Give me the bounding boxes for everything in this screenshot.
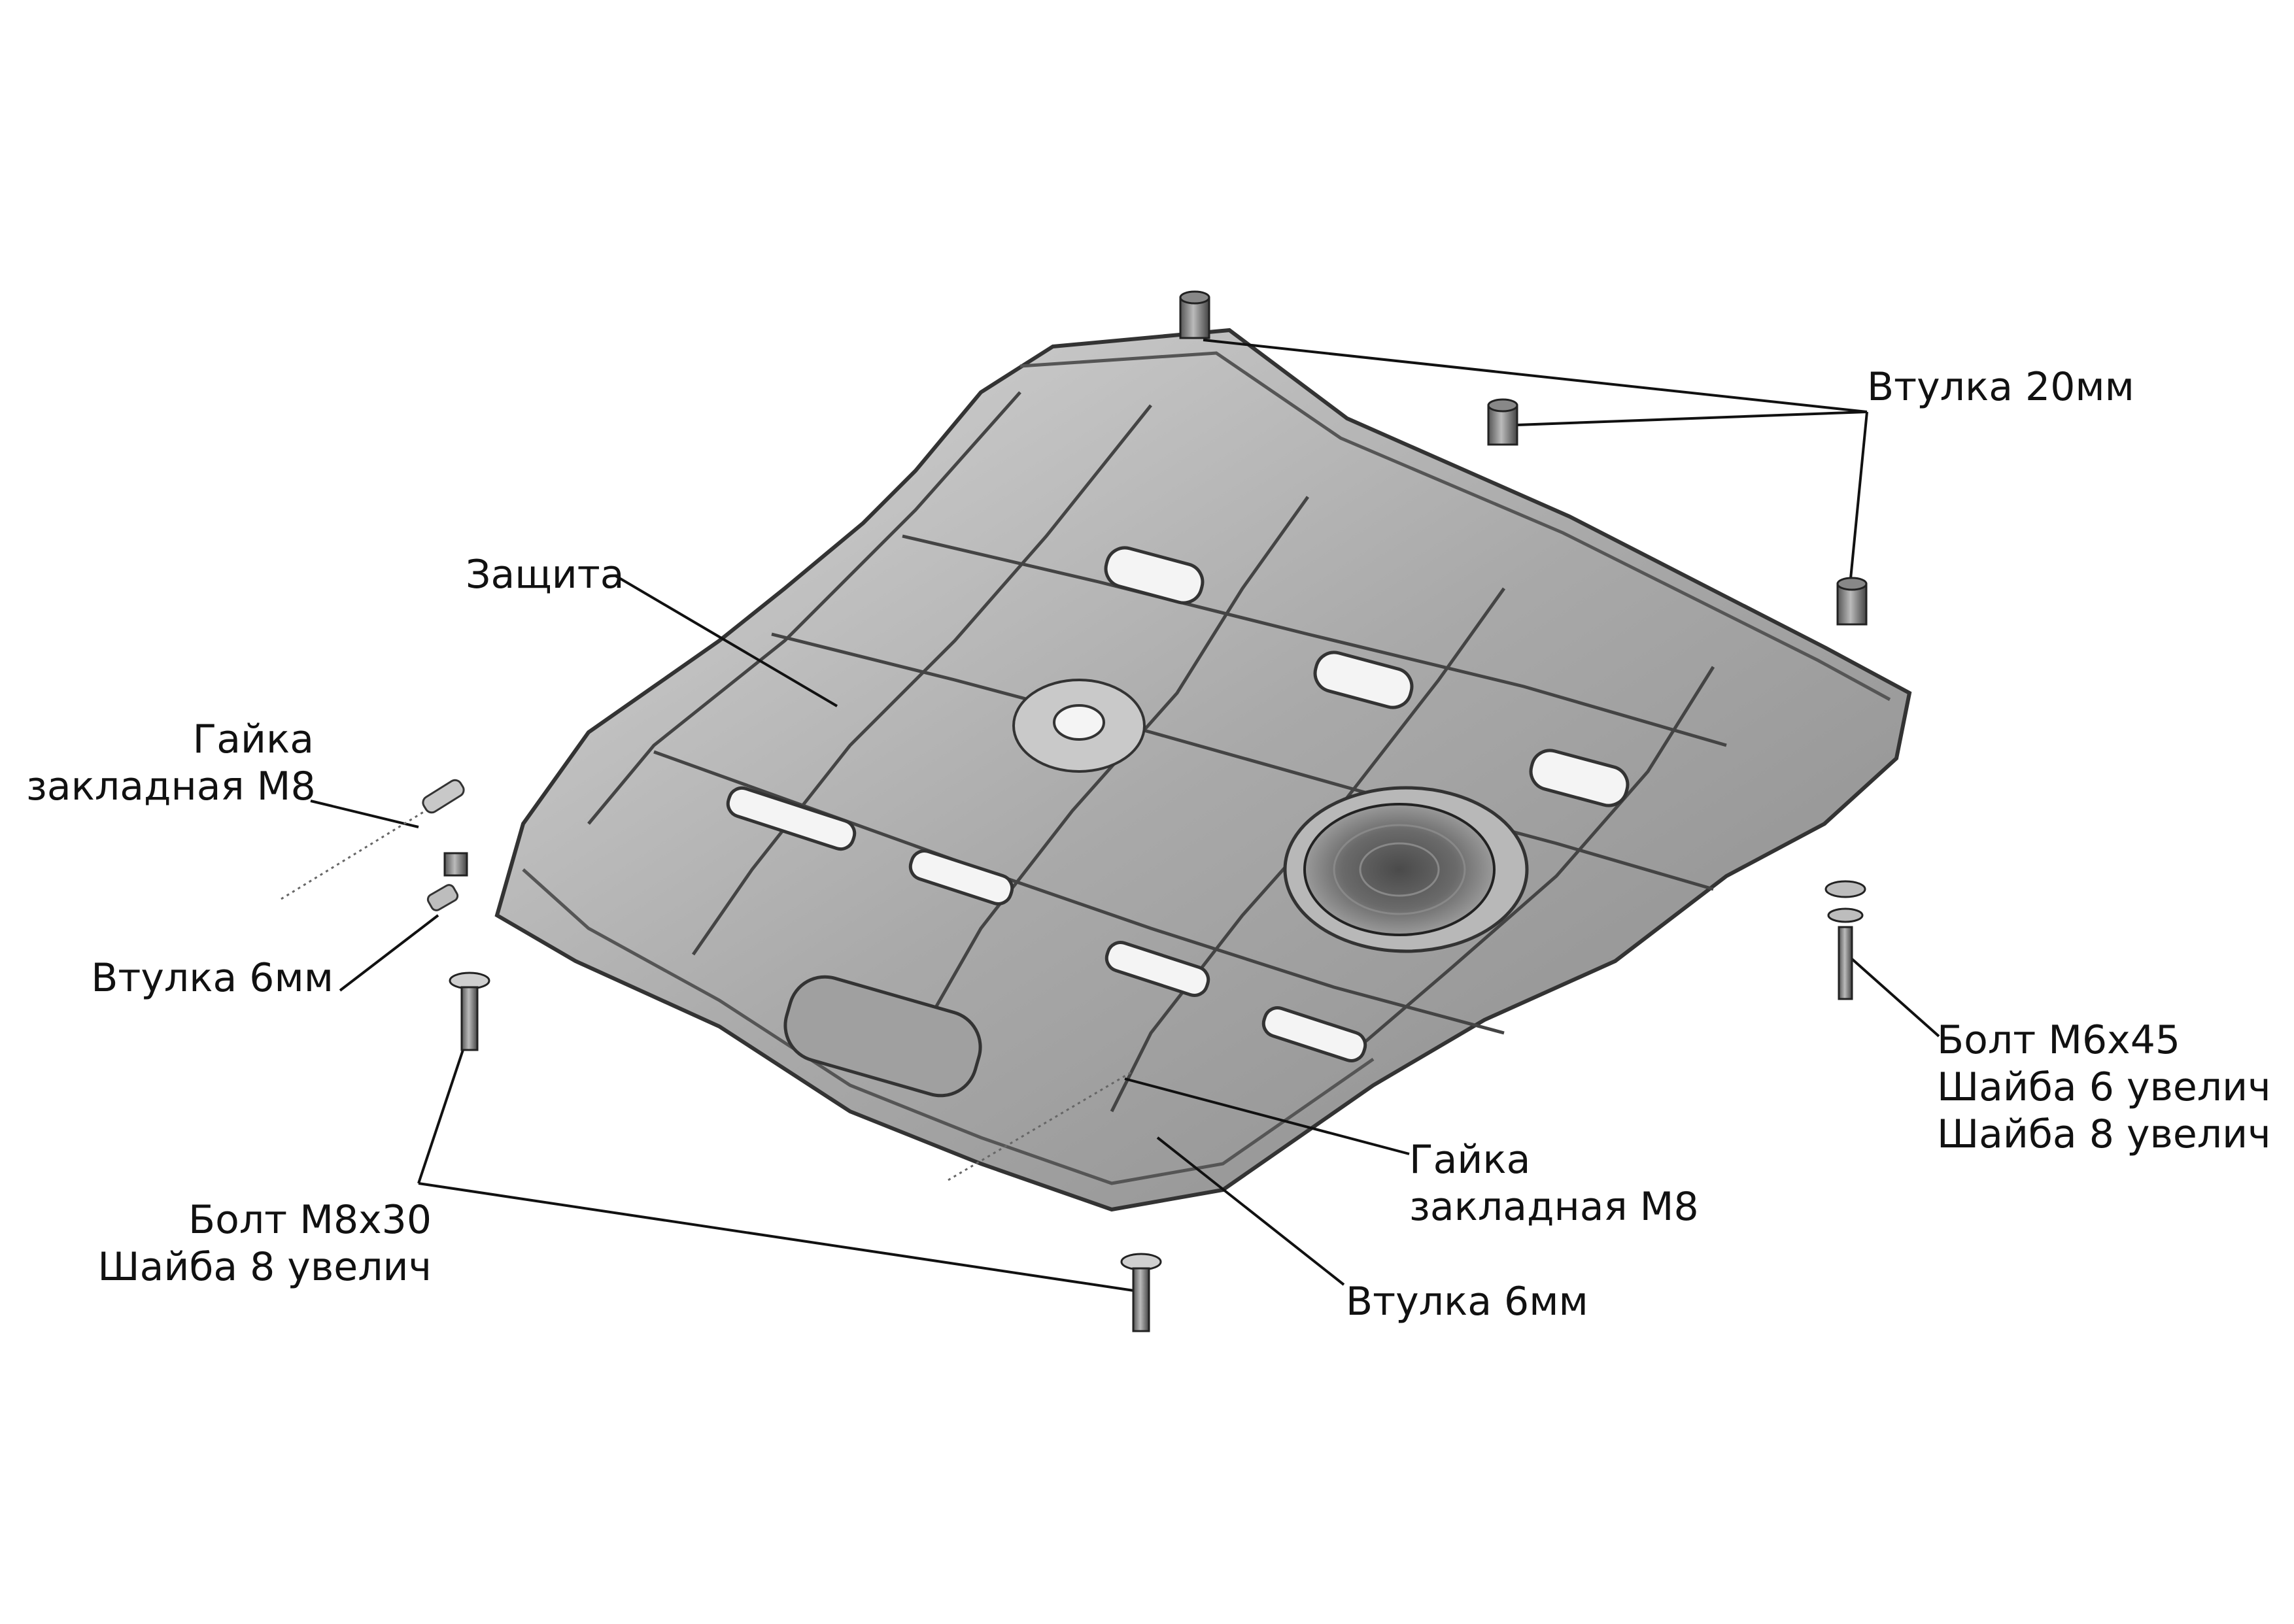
label-bushing-6mm-left: Втулка 6мм	[91, 955, 334, 1001]
label-bushing-6mm-right: Втулка 6мм	[1346, 1279, 1588, 1325]
skid-plate	[494, 328, 1912, 1212]
bolt-m6x45	[1824, 880, 1866, 1000]
leader-line-nut-left	[310, 800, 419, 828]
bushing-6mm-left	[426, 852, 468, 911]
plate-rim	[1019, 351, 1891, 702]
plate-body	[494, 328, 1912, 1212]
label-embedded-nut-right: Гайка закладная М8	[1409, 1137, 1699, 1230]
center-boss	[1012, 679, 1146, 773]
leader-line-bushing-20	[1516, 411, 1868, 426]
leader-line-bushing-6-right	[1156, 1136, 1345, 1286]
label-embedded-nut-left: Гайка закладная М8	[26, 717, 316, 809]
plate-rim	[522, 868, 1375, 1185]
plate-slots	[726, 546, 1630, 1098]
label-bolt-m8x30: Болт М8х30 Шайба 8 увелич	[97, 1197, 432, 1290]
label-guard: Защита	[466, 552, 625, 598]
leader-line-guard	[613, 574, 838, 707]
leader-line-bolt-m6	[1849, 956, 1940, 1038]
label-bolt-m6x45: Болт М6х45 Шайба 6 увелич Шайба 8 увелич	[1937, 1017, 2271, 1157]
leader-lines	[310, 339, 1940, 1293]
bushing-20mm	[1487, 398, 1518, 446]
bushing-20mm	[1836, 577, 1868, 626]
bushing-20mm	[1179, 290, 1210, 339]
leader-line-nut-right	[1124, 1077, 1410, 1155]
leader-line-bolt-m8	[418, 1182, 1138, 1293]
leader-line-bolt-m8	[417, 1026, 472, 1184]
leader-line-bushing-20	[1849, 411, 1868, 579]
embedded-nut-m8-right	[948, 1071, 1132, 1181]
leader-line-bushing-20	[1203, 339, 1868, 413]
leader-line-bushing-6-left	[339, 914, 439, 992]
embedded-nut-m8-left	[281, 779, 465, 900]
drain-hatch	[1283, 786, 1529, 953]
bolt-m8x30-left	[449, 972, 490, 1051]
bolt-m8x30-right	[1120, 1253, 1162, 1332]
label-bushing-20mm: Втулка 20мм	[1867, 364, 2134, 410]
